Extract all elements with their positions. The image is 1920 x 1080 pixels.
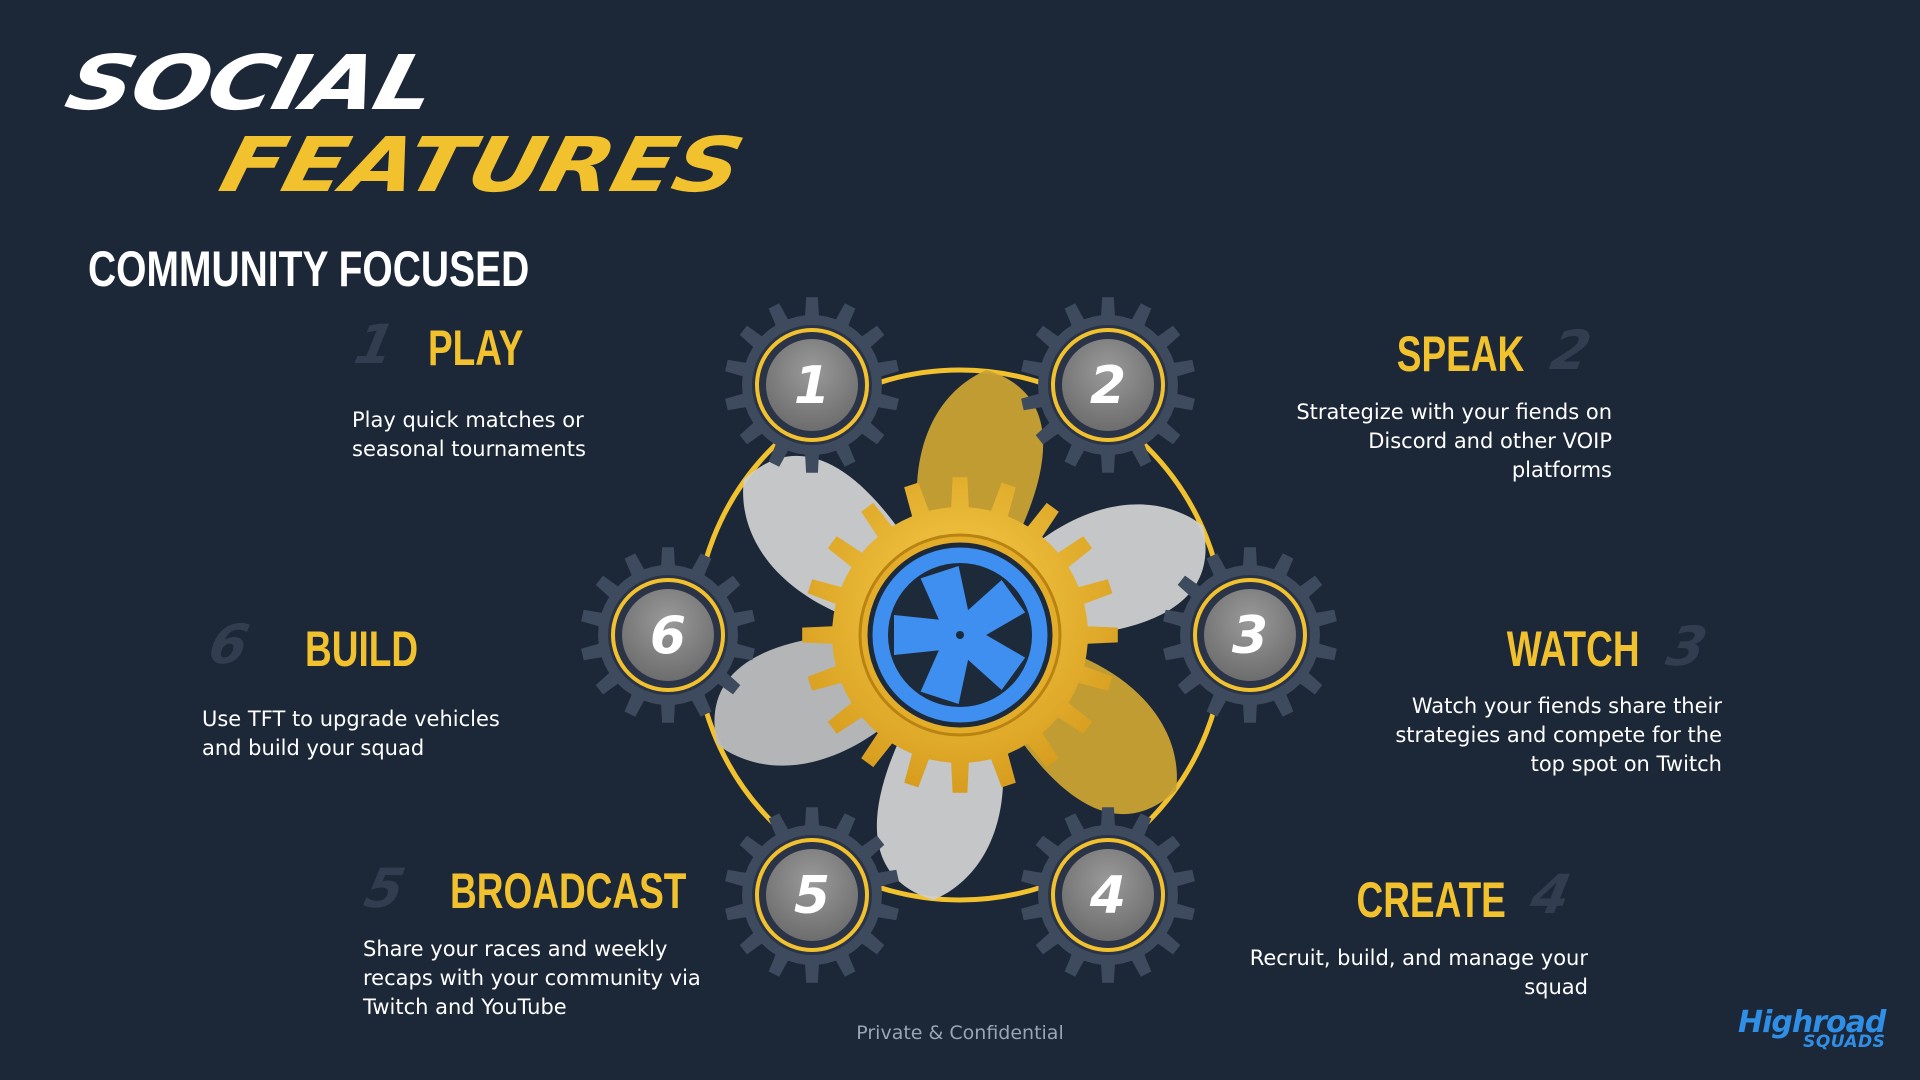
footer-confidential: Private & Confidential <box>0 1022 1920 1044</box>
highroad-squads-logo: Highroad SQUADS <box>1738 1008 1885 1051</box>
gear-1-label: 1 <box>794 356 830 416</box>
step-4-desc: Recruit, build, and manage your squad <box>1238 944 1588 1002</box>
step-3-title: WATCH <box>1507 624 1640 674</box>
step-3-desc: Watch your fiends share their strategies… <box>1362 692 1722 779</box>
step-2-title: SPEAK <box>1397 329 1524 379</box>
step-1-title: PLAY <box>428 323 523 373</box>
gear-2-icon: 2 <box>1021 297 1195 473</box>
step-5-desc: Share your races and weekly recaps with … <box>363 935 713 1022</box>
gear-4-label: 4 <box>1089 866 1126 926</box>
step-6-title: BUILD <box>305 624 418 674</box>
gear-1-icon: 1 <box>725 297 899 473</box>
step-4-title: CREATE <box>1357 875 1506 925</box>
step-6-desc: Use TFT to upgrade vehicles and build yo… <box>202 705 522 763</box>
step-2-desc: Strategize with your fiends on Discord a… <box>1272 398 1612 485</box>
step-5-title: BROADCAST <box>450 866 686 916</box>
step-1-desc: Play quick matches or seasonal tournamen… <box>352 406 612 464</box>
gear-2-label: 2 <box>1090 356 1126 416</box>
gear-3-label: 3 <box>1232 606 1268 666</box>
gear-6-label: 6 <box>650 606 686 666</box>
gear-4-icon: 4 <box>1021 807 1195 983</box>
gear-5-icon: 5 <box>725 807 899 983</box>
gear-5-label: 5 <box>794 866 830 926</box>
